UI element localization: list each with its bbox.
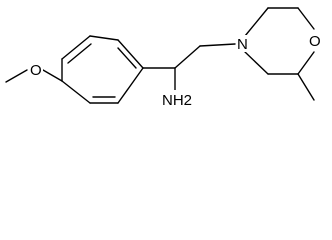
label-bg-methoxy-o: [28, 61, 43, 78]
atom-label-morpholine-nitrogen: N: [237, 36, 248, 53]
bond-ring-4: [117, 39, 144, 69]
atom-label-amine: NH2: [162, 92, 192, 109]
bond-morph-o-c3: [297, 51, 315, 75]
bond-ring-5: [117, 67, 144, 104]
chemical-structure: O NH2 N O: [5, 7, 324, 112]
bond-ch2-n: [199, 43, 236, 47]
bond-ring-double-2: [117, 47, 137, 69]
structure-canvas: O NH2 N O: [0, 0, 332, 119]
label-bg-amine: [161, 90, 195, 112]
bond-morph-c2-o: [297, 7, 315, 30]
bond-c3-methyl: [297, 73, 315, 101]
bond-methyl-o: [5, 69, 28, 83]
bond-ring-3: [89, 35, 119, 41]
bond-ch-ch2: [174, 45, 201, 69]
bond-ring-7: [61, 80, 91, 104]
label-bg-morpholine-n: [236, 35, 251, 52]
bond-morph-n-c1: [244, 7, 269, 37]
atom-label-morpholine-oxygen: O: [309, 33, 321, 50]
bond-ring-double-1: [67, 43, 92, 64]
bond-o-aryl: [42, 69, 63, 82]
bond-morph-c4-n: [244, 51, 269, 75]
bond-ring-2: [61, 35, 91, 60]
label-bg-morpholine-o: [307, 30, 324, 51]
atom-label-methoxy-oxygen: O: [30, 62, 42, 79]
